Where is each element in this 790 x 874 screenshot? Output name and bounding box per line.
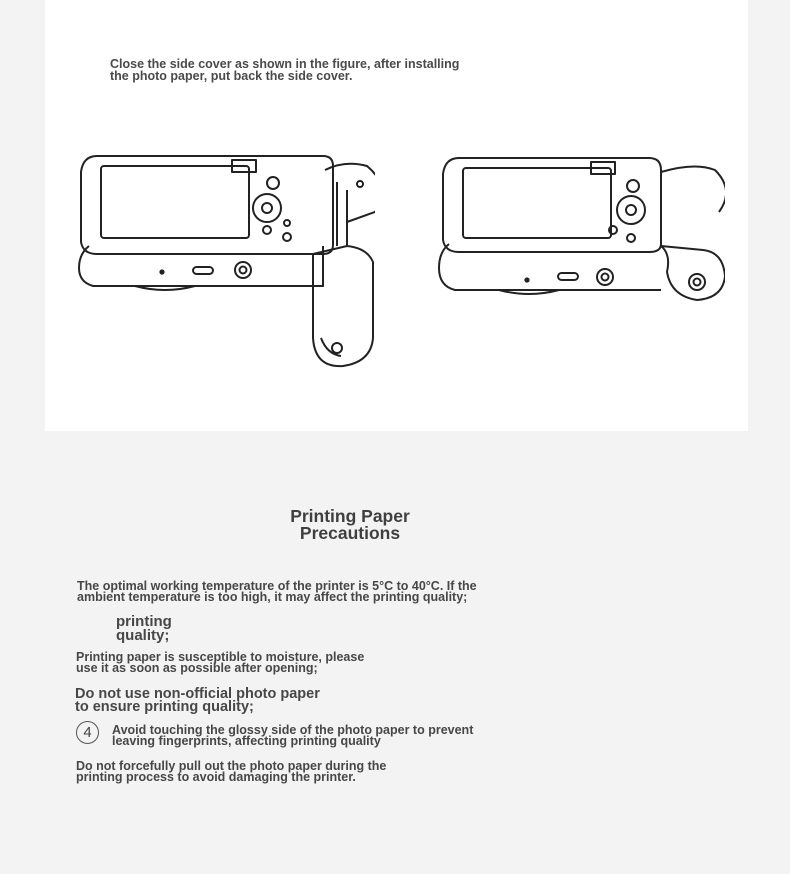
precaution-item: The optimal working temperature of the p…	[77, 579, 547, 604]
precaution-item: Avoid touching the glossy side of the ph…	[112, 723, 532, 748]
precaution-item: Do not forcefully pull out the photo pap…	[76, 759, 476, 784]
precaution-item: printing quality;	[116, 613, 216, 644]
printer-cover-open-illustration	[78, 155, 375, 368]
precaution-text: Printing paper is susceptible to moistur…	[76, 650, 365, 675]
precaution-item: Printing paper is susceptible to moistur…	[76, 650, 436, 675]
section-title: Printing Paper Precautions	[290, 506, 410, 543]
precaution-text: Do not use non-official photo paper to e…	[75, 686, 320, 715]
precaution-text: Do not forcefully pull out the photo pap…	[76, 759, 387, 784]
number-four-badge: 4	[76, 721, 99, 744]
printer-cover-closed-illustration	[438, 157, 725, 301]
precaution-text: printing quality;	[116, 613, 172, 644]
precaution-item: Do not use non-official photo paper to e…	[75, 686, 375, 715]
precaution-text: The optimal working temperature of the p…	[77, 579, 477, 604]
instruction-text: Close the side cover as shown in the fig…	[110, 57, 460, 83]
instruction-panel: Close the side cover as shown in the fig…	[45, 0, 748, 431]
precaution-text: Avoid touching the glossy side of the ph…	[112, 723, 474, 748]
